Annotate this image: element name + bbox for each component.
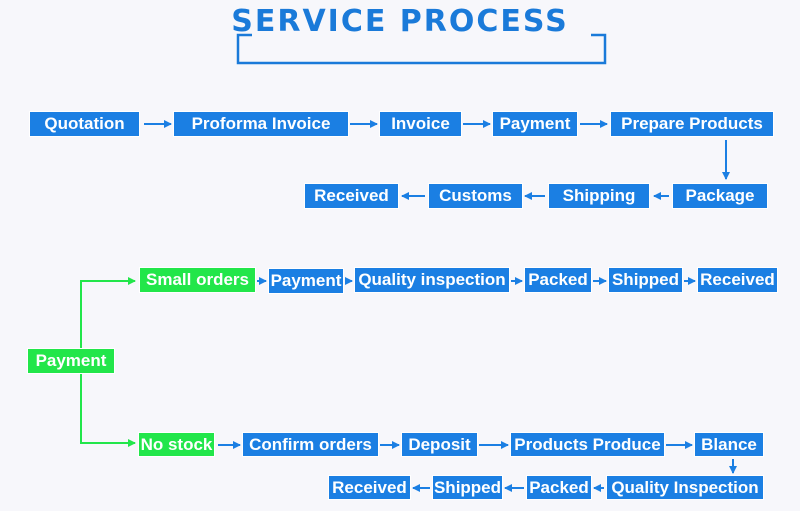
nostock-step-quality-inspection: Quality Inspection (606, 475, 764, 500)
nostock-step-confirm-orders: Confirm orders (242, 432, 379, 457)
nostock-step-received: Received (328, 475, 411, 500)
branch-no-stock: No stock (138, 432, 215, 457)
branch-small-orders: Small orders (139, 267, 256, 293)
nostock-step-products-produce: Products Produce (510, 432, 665, 457)
branch-line (80, 374, 136, 447)
step-prepare-products: Prepare Products (610, 111, 774, 137)
step-proforma-invoice: Proforma Invoice (173, 111, 349, 137)
step-quotation: Quotation (29, 111, 140, 137)
page-title: SERVICE PROCESS (231, 4, 569, 39)
root-payment: Payment (27, 348, 115, 374)
nostock-step-deposit: Deposit (401, 432, 478, 457)
small-step-packed: Packed (524, 267, 592, 293)
small-step-payment: Payment (268, 268, 344, 294)
step-customs: Customs (428, 183, 523, 209)
step-invoice: Invoice (379, 111, 462, 137)
step-received: Received (304, 183, 399, 209)
branch-line (80, 277, 136, 348)
nostock-step-shipped: Shipped (432, 475, 503, 500)
small-step-shipped: Shipped (608, 267, 683, 293)
small-step-quality-inspection: Quality inspection (354, 267, 510, 293)
nostock-step-packed: Packed (526, 475, 592, 500)
step-payment: Payment (492, 111, 578, 137)
small-step-received: Received (697, 267, 778, 293)
nostock-step-blance: Blance (694, 432, 764, 457)
title-bracket (236, 33, 607, 65)
step-package: Package (672, 183, 768, 209)
step-shipping: Shipping (548, 183, 650, 209)
